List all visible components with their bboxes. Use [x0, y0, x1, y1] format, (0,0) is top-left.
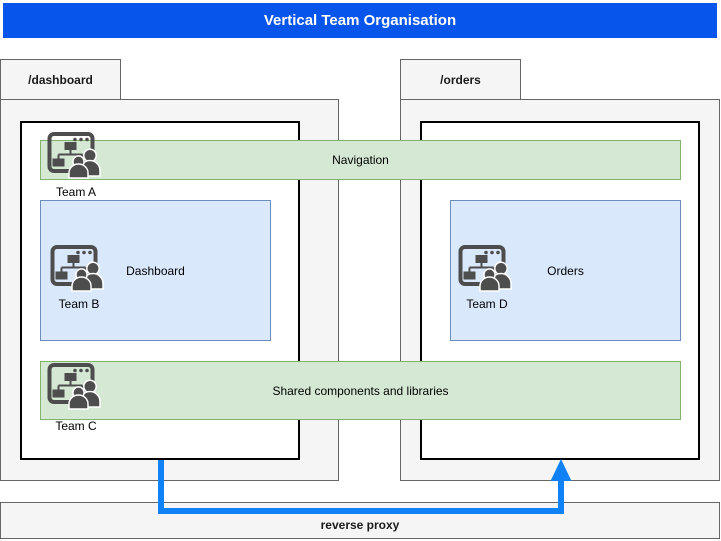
team-browser-orgchart-icon: [47, 129, 104, 179]
team-browser-orgchart-icon: [458, 242, 515, 292]
team-browser-orgchart-icon: [50, 242, 107, 292]
route-tab-dashboard: /dashboard: [0, 59, 121, 100]
team-a-block: Team A: [47, 129, 105, 199]
route-tab-orders-label: /orders: [440, 72, 481, 87]
team-c-block: Team C: [47, 360, 105, 433]
team-a-label: Team A: [55, 185, 97, 199]
team-d-label: Team D: [466, 297, 508, 311]
shared-components-bar: Shared components and libraries: [40, 361, 681, 420]
dashboard-module-label: Dashboard: [126, 263, 185, 278]
shared-components-bar-label: Shared components and libraries: [272, 383, 449, 398]
team-b-block: Team B: [50, 242, 108, 311]
orders-module-label: Orders: [547, 263, 584, 278]
route-tab-orders: /orders: [400, 59, 521, 100]
navigation-bar: Navigation: [40, 140, 681, 180]
reverse-proxy-label: reverse proxy: [320, 517, 400, 532]
banner-title: Vertical Team Organisation: [3, 3, 717, 38]
team-d-block: Team D: [458, 242, 516, 311]
navigation-bar-label: Navigation: [332, 153, 389, 167]
team-c-label: Team C: [55, 419, 97, 433]
team-browser-orgchart-icon: [47, 360, 104, 410]
team-b-label: Team B: [58, 297, 100, 311]
route-tab-dashboard-label: /dashboard: [28, 72, 93, 87]
reverse-proxy-bar: reverse proxy: [0, 502, 720, 539]
